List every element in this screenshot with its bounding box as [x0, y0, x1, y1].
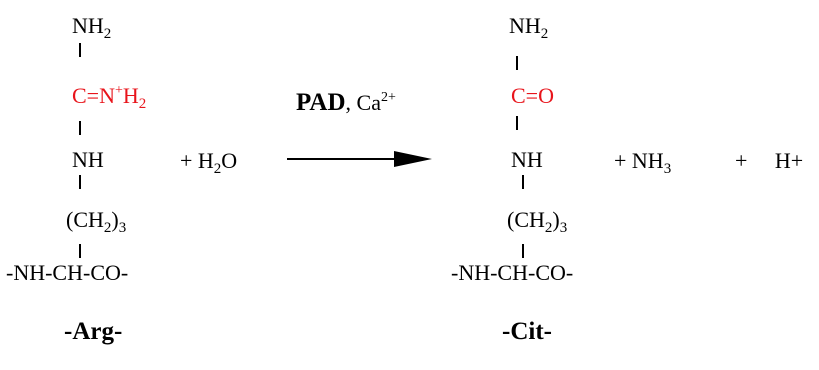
arg-backbone: -NH-CH-CO- — [6, 260, 129, 285]
arg-nh2: NH2 — [72, 13, 112, 42]
arg-label: -Arg- — [64, 318, 123, 345]
cit-nh: NH — [511, 147, 543, 172]
cit-carbonyl-group: C=O — [511, 83, 554, 108]
cit-bond-4 — [522, 244, 524, 258]
cit-backbone: -NH-CH-CO- — [451, 260, 574, 285]
cit-nh2: NH2 — [509, 13, 549, 42]
ammonia-product: + NH3 — [614, 148, 672, 177]
reaction-conditions: PAD, Ca2+ — [296, 89, 396, 116]
arg-bond-3 — [79, 175, 81, 189]
arg-bond-4 — [79, 244, 81, 258]
arg-nh: NH — [72, 147, 104, 172]
enzyme-label: PAD — [296, 89, 346, 116]
arg-bond-1 — [79, 43, 81, 57]
arg-imine-group: C=N+H2 — [72, 83, 147, 112]
cit-bond-3 — [522, 175, 524, 189]
cit-bond-1 — [516, 56, 518, 70]
water-reactant: + H2O — [180, 148, 238, 177]
arg-bond-2 — [79, 121, 81, 135]
arg-ch2-chain: (CH2)3 — [66, 207, 127, 236]
cit-bond-2 — [516, 116, 518, 130]
cit-label: -Cit- — [502, 318, 552, 345]
cit-ch2-chain: (CH2)3 — [507, 207, 568, 236]
proton-product: + H+ — [735, 148, 804, 173]
